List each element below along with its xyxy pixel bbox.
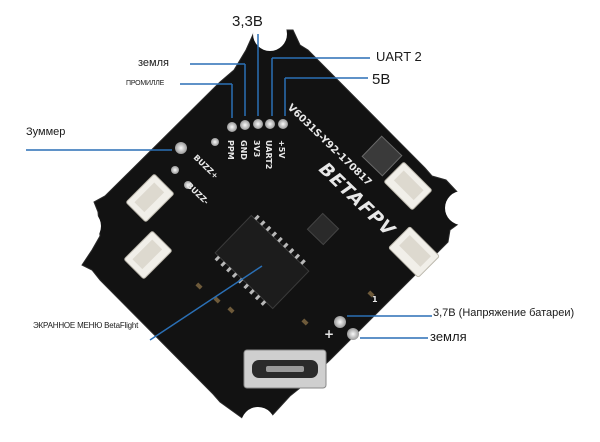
label-buzzer: Зуммер	[26, 126, 66, 138]
pin-label: 3V3	[252, 140, 261, 157]
leader-osd	[149, 265, 263, 341]
battery-pad-plus	[334, 316, 346, 328]
leader-lines	[26, 34, 432, 341]
buzz-pad-plus	[175, 142, 187, 154]
pin-label: PPM	[226, 140, 235, 160]
pad-small	[211, 138, 219, 146]
mount-hole-bottom	[241, 407, 275, 441]
pad-ppm	[227, 122, 237, 132]
label-5v: 5В	[372, 71, 391, 88]
mount-hole-left	[67, 209, 101, 243]
motor-connector-left-bottom	[124, 231, 172, 279]
label-uart2: UART 2	[376, 49, 422, 64]
pad-5v	[278, 119, 288, 129]
mount-hole-right	[445, 191, 479, 225]
pin-label: GND	[239, 140, 248, 160]
buzz-pad-3	[184, 181, 192, 189]
smd-components	[195, 282, 375, 326]
pad-gnd	[240, 120, 250, 130]
mount-hole-top	[253, 17, 287, 51]
label-battery-voltage: 3,7В (Напряжение батареи)	[433, 307, 575, 319]
label-ground-bottom: земля	[430, 329, 467, 344]
mcu-chip	[306, 212, 340, 246]
motor-connector-right-top	[384, 162, 432, 210]
pad-3v3	[253, 119, 263, 129]
motor-connector-left-top	[126, 174, 174, 222]
label-ppm: ПРОМИЛЛЕ	[126, 80, 165, 87]
label-ground-top: земля	[138, 57, 169, 69]
label-osd: ЭКРАННОЕ МЕНЮ BetaFlight	[33, 321, 139, 330]
plus-mark: +	[324, 327, 334, 341]
pin-label: +5V	[277, 140, 286, 159]
top-pin-pads	[211, 119, 288, 146]
one-mark: 1	[372, 295, 378, 304]
motor-connector-right-bottom	[388, 226, 440, 278]
regulator-chip	[361, 135, 403, 177]
pin-labels: PPM GND 3V3 UART2 +5V	[226, 140, 286, 169]
usb-port	[243, 349, 327, 389]
battery-pad-minus	[347, 328, 359, 340]
pad-uart2	[265, 119, 275, 129]
buzz-pad-minus	[171, 166, 179, 174]
pin-label: UART2	[264, 140, 273, 169]
label-3v3: 3,3В	[232, 13, 263, 30]
